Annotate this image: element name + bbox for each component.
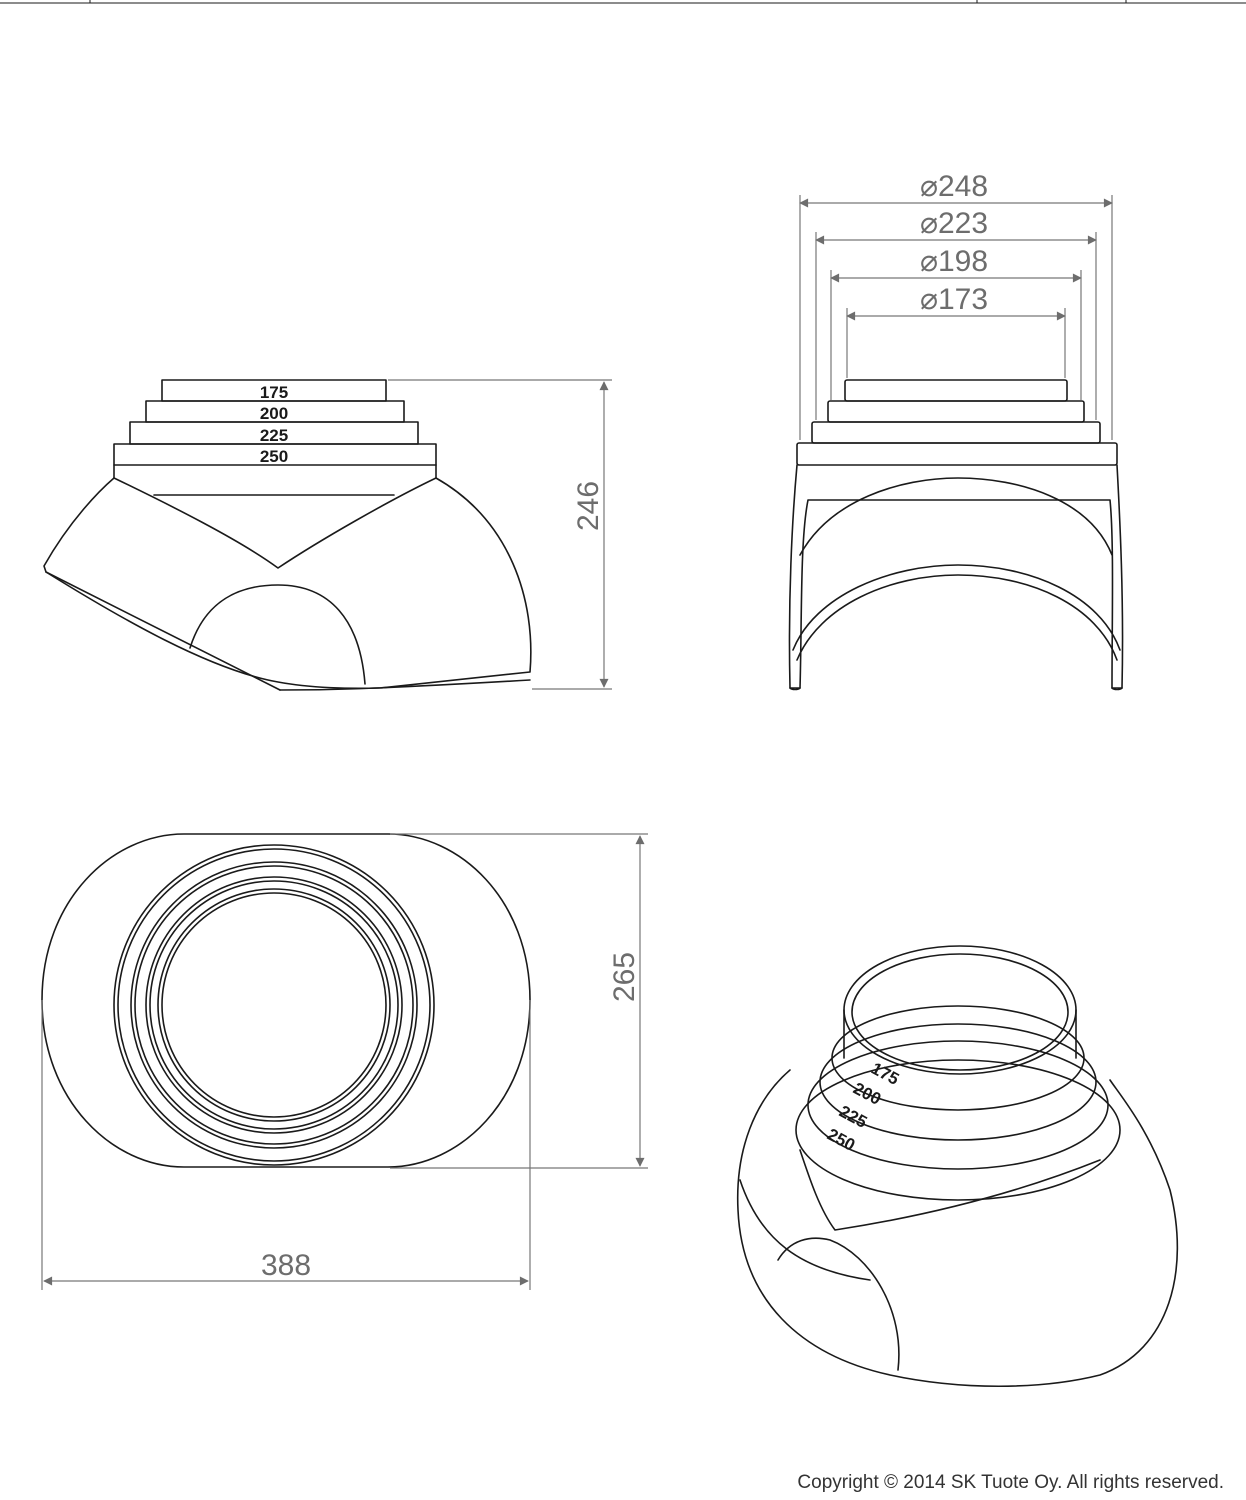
isometric-view: 175 200 225 250 bbox=[736, 945, 1179, 1388]
iso-pipe-opening bbox=[777, 1237, 900, 1371]
side-step-label-175: 175 bbox=[260, 383, 288, 402]
iso-step-label-225: 225 bbox=[836, 1102, 870, 1132]
side-view: 175 200 225 250 246 bbox=[43, 379, 612, 691]
top-depth-dimension: 265 bbox=[608, 952, 641, 1002]
iso-body-outline bbox=[736, 1069, 1179, 1388]
top-width-dimension: 388 bbox=[261, 1249, 311, 1282]
iso-top-rim-outer bbox=[843, 945, 1077, 1075]
side-step-250 bbox=[113, 443, 437, 466]
front-body-outline bbox=[788, 464, 1124, 689]
front-pipe-arch-outer bbox=[792, 564, 1121, 651]
iso-top-rim-inner bbox=[851, 953, 1069, 1071]
title-block-border bbox=[0, 0, 1246, 4]
diameter-173-label: ⌀173 bbox=[920, 283, 988, 316]
side-step-label-200: 200 bbox=[260, 404, 288, 423]
top-body-outline bbox=[41, 833, 531, 1168]
iso-step-label-200: 200 bbox=[850, 1079, 884, 1109]
iso-saddle-curve bbox=[799, 1149, 1101, 1231]
side-body-outline bbox=[43, 477, 532, 690]
side-pipe-arc bbox=[189, 584, 366, 685]
side-height-dimension: 246 bbox=[572, 481, 605, 531]
side-step-label-250: 250 bbox=[260, 447, 288, 466]
front-view: ⌀248 ⌀223 ⌀198 ⌀173 bbox=[788, 170, 1124, 691]
top-view: 265 388 bbox=[41, 833, 648, 1290]
diameter-198-label: ⌀198 bbox=[920, 245, 988, 278]
front-pipe-arch-inner bbox=[796, 574, 1118, 661]
diameter-223-label: ⌀223 bbox=[920, 207, 988, 240]
front-top-arch bbox=[799, 477, 1113, 556]
iso-step-175 bbox=[831, 1005, 1085, 1111]
iso-step-250 bbox=[795, 1059, 1121, 1201]
side-step-label-225: 225 bbox=[260, 426, 288, 445]
copyright-notice: Copyright © 2014 SK Tuote Oy. All rights… bbox=[797, 1472, 1224, 1493]
iso-step-200 bbox=[819, 1023, 1097, 1141]
side-saddle-curve bbox=[113, 477, 437, 569]
iso-step-225 bbox=[807, 1040, 1109, 1170]
diameter-248-label: ⌀248 bbox=[920, 170, 988, 203]
